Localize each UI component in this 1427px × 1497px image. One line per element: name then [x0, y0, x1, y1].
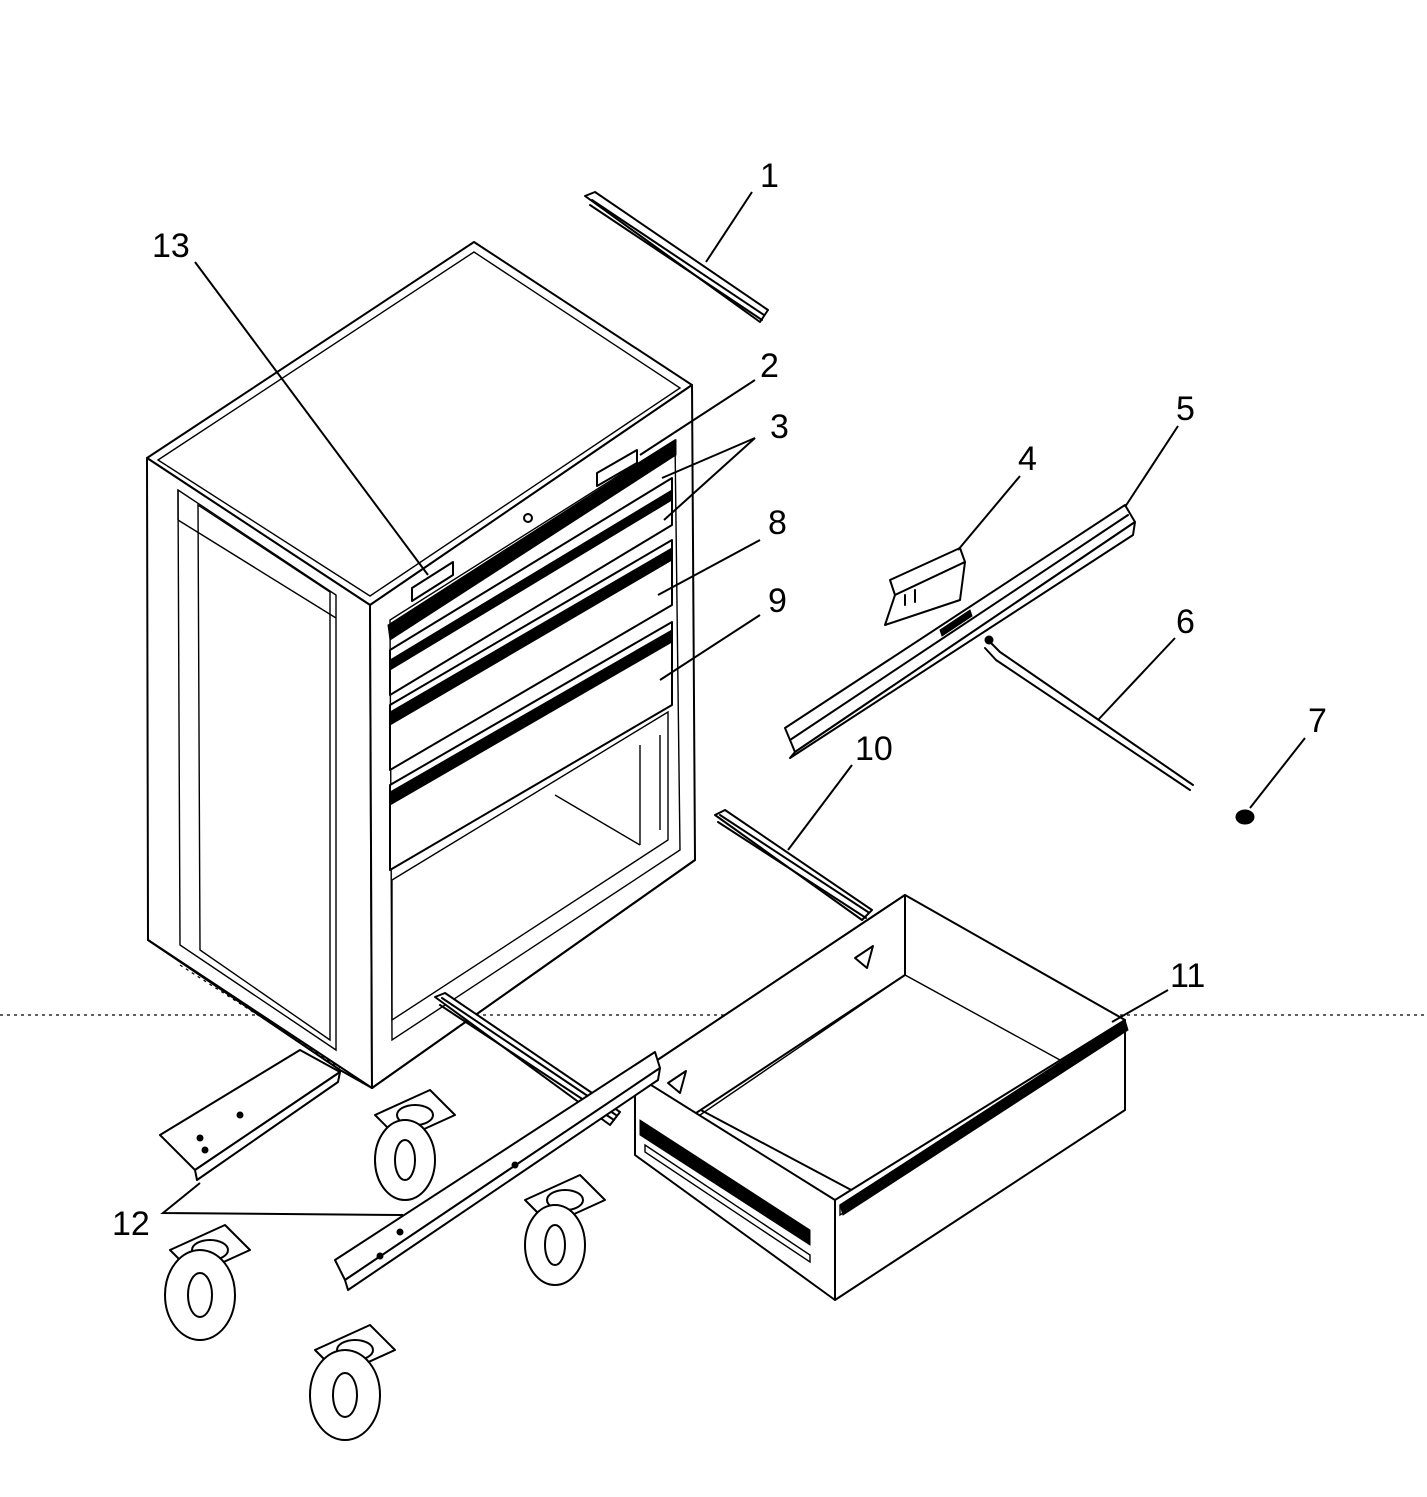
- callout-6: 6: [1176, 603, 1195, 641]
- part-4-bracket: [884, 547, 966, 626]
- callout-7: 7: [1308, 702, 1327, 740]
- label-plate-13: [411, 561, 454, 602]
- callout-5: 5: [1176, 390, 1195, 428]
- callout-9: 9: [768, 582, 787, 620]
- callout-11: 11: [1170, 957, 1205, 995]
- caster-wheel-1: [374, 1089, 456, 1201]
- part-12-caster-plate-right: [334, 1051, 661, 1291]
- callout-4: 4: [1018, 440, 1037, 478]
- part-11-drawer: [634, 894, 1129, 1301]
- callout-2: 2: [760, 347, 779, 385]
- part-5-drawer-slide: [784, 504, 1136, 759]
- tool-cabinet: [146, 241, 696, 1089]
- part-10-slide: [714, 809, 873, 921]
- part-12-caster-plate-left: [159, 1049, 341, 1181]
- part-7-knob: [1235, 809, 1255, 825]
- caster-wheel-2: [524, 1174, 606, 1286]
- callout-13: 13: [152, 227, 190, 265]
- part-1-slide-rail: [584, 191, 769, 323]
- label-plate-2: [596, 449, 638, 487]
- callout-8: 8: [768, 504, 787, 542]
- part-6-rod: [984, 635, 1194, 791]
- callout-labels: 1 2 3 4 5 6 7 8 9 10 11 12 13: [112, 157, 1327, 1243]
- caster-wheel-3: [164, 1224, 251, 1341]
- callout-12: 12: [112, 1205, 150, 1243]
- callout-10: 10: [855, 730, 893, 768]
- caster-wheel-4: [309, 1324, 396, 1441]
- leader-lines: [160, 191, 1306, 1216]
- callout-1: 1: [760, 157, 779, 195]
- callout-3: 3: [770, 408, 789, 446]
